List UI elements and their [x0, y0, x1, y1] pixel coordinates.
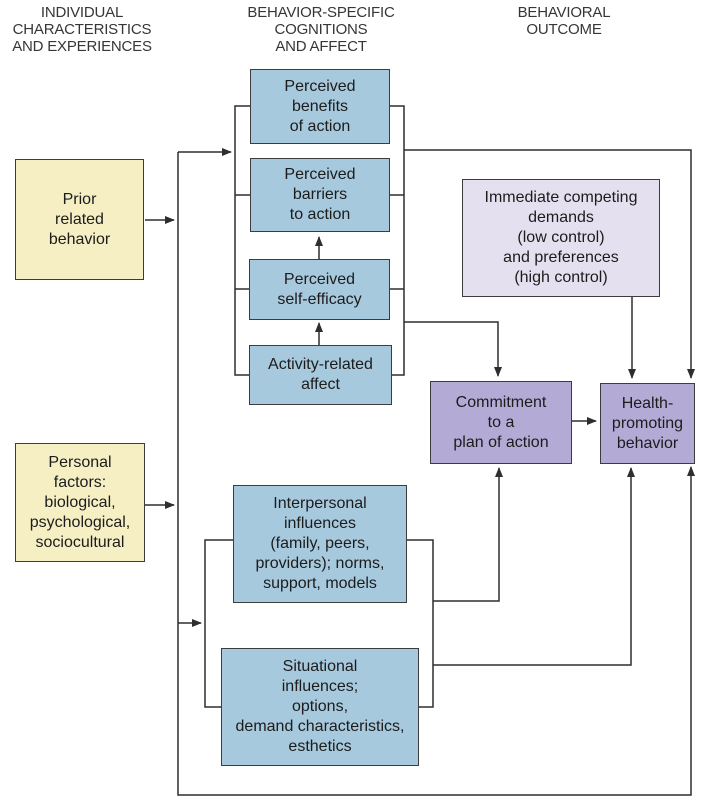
box-perceived-barriers-label: Perceived barriers to action	[284, 166, 356, 223]
box-interpersonal-influences-label: Interpersonal influences (family, peers,…	[255, 495, 385, 592]
box-prior-related-behavior-label: Prior related behavior	[48, 190, 111, 248]
box-interpersonal-influences: Interpersonal influences (family, peers,…	[233, 485, 407, 603]
box-health-promoting-behavior-label: Health- promoting behavior	[611, 394, 684, 452]
upper-right-bracket	[390, 105, 405, 376]
box-activity-related-affect-label: Activity-related affect	[268, 356, 373, 393]
box-perceived-self-efficacy-label: Perceived self-efficacy	[277, 270, 362, 308]
box-immediate-competing-demands: Immediate competing demands (low control…	[462, 179, 660, 297]
column-header-behavioral-outcome: BEHAVIORAL OUTCOME	[517, 4, 611, 38]
column-header-individual-characteristics: INDIVIDUAL CHARACTERISTICS AND EXPERIENC…	[12, 4, 152, 55]
column-header-behavior-specific-cognitions: BEHAVIOR-SPECIFIC COGNITIONS AND AFFECT	[247, 4, 395, 55]
box-personal-factors-label: Personal factors: biological, psychologi…	[29, 453, 131, 551]
box-situational-influences: Situational influences; options, demand …	[221, 648, 419, 766]
box-health-promoting-behavior: Health- promoting behavior	[600, 383, 695, 464]
box-activity-related-affect: Activity-related affect	[249, 345, 392, 405]
box-perceived-barriers: Perceived barriers to action	[250, 158, 390, 232]
box-perceived-self-efficacy: Perceived self-efficacy	[249, 259, 390, 320]
box-personal-factors: Personal factors: biological, psychologi…	[15, 443, 145, 562]
box-immediate-competing-demands-label: Immediate competing demands (low control…	[484, 189, 638, 286]
box-perceived-benefits: Perceived benefits of action	[250, 69, 390, 144]
lower-bracket-to-commitment-line	[433, 467, 503, 602]
box-perceived-benefits-label: Perceived benefits of action	[284, 77, 356, 135]
upper-bracket-to-commitment-line	[404, 321, 502, 377]
box-prior-related-behavior: Prior related behavior	[15, 159, 144, 280]
lower-bracket-to-health-line	[433, 467, 635, 666]
box-commitment-to-plan: Commitment to a plan of action	[430, 381, 572, 464]
upper-left-bracket	[234, 105, 250, 376]
box-commitment-to-plan-label: Commitment to a plan of action	[453, 393, 549, 451]
box-situational-influences-label: Situational influences; options, demand …	[235, 658, 405, 755]
